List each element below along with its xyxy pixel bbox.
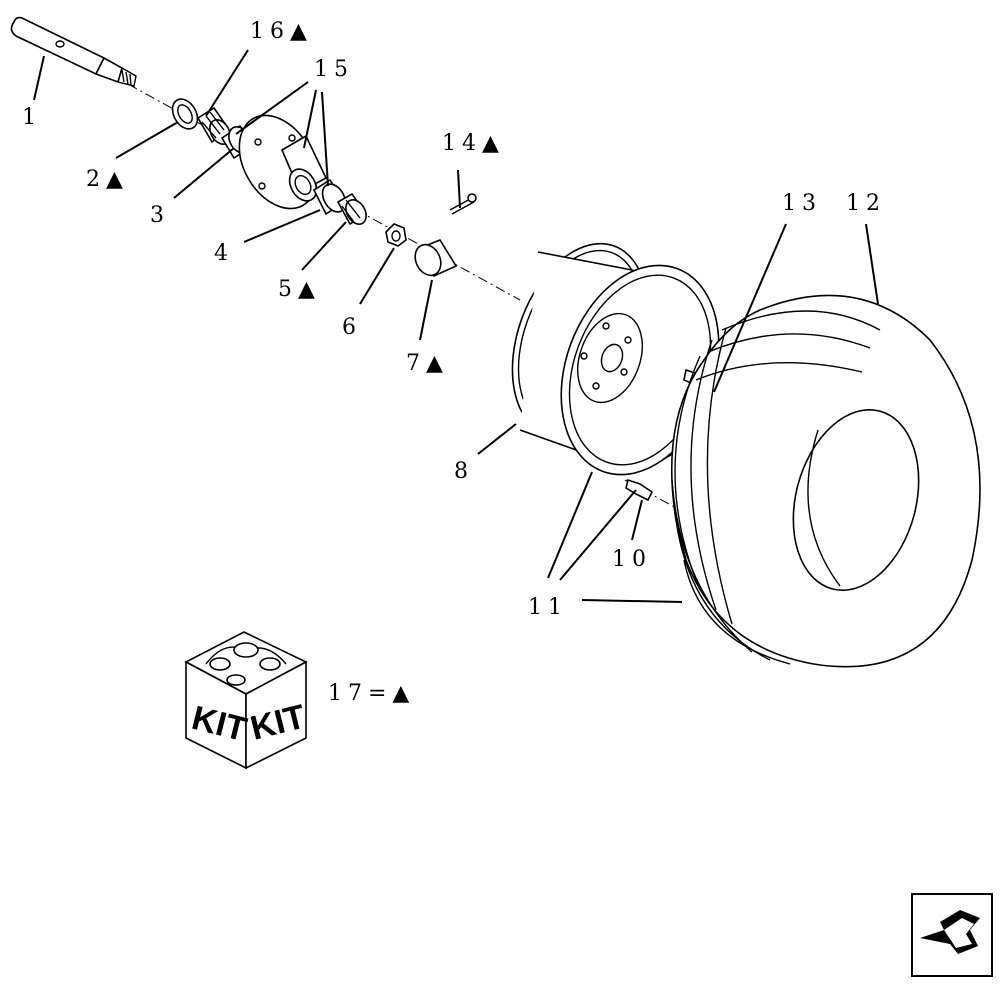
callout-5: 5▲ xyxy=(278,277,321,302)
part-hub xyxy=(238,114,328,210)
callout-4: 4 xyxy=(214,241,234,266)
leader-lines xyxy=(33,49,879,603)
callout-labels: 1 2▲ 3 4 5▲ 6 7▲ 8 10 11 12 13 14▲ 15 16… xyxy=(22,19,886,706)
callout-1: 1 xyxy=(22,105,42,130)
callout-8: 8 xyxy=(454,459,474,484)
part-tire xyxy=(670,294,981,668)
callout-10: 10 xyxy=(612,547,652,572)
part-spindle xyxy=(10,16,137,87)
part-dust-cap xyxy=(414,239,458,278)
part-wheel-rim xyxy=(511,242,720,476)
callout-3: 3 xyxy=(150,203,170,228)
callout-7: 7▲ xyxy=(406,351,449,376)
callout-16: 16▲ xyxy=(250,19,313,44)
callout-11: 11 xyxy=(528,595,568,620)
callout-14: 14▲ xyxy=(442,131,505,156)
part-bearing-cone-outer xyxy=(336,192,368,226)
callout-2: 2▲ xyxy=(86,167,129,192)
part-seal xyxy=(171,98,199,130)
kit-box: KIT KIT xyxy=(184,631,309,770)
callout-15: 15 xyxy=(314,57,354,82)
arrow-back-icon[interactable] xyxy=(911,893,993,977)
callout-12: 12 xyxy=(846,191,886,216)
callout-6: 6 xyxy=(342,315,362,340)
callout-17: 17=▲ xyxy=(328,681,415,706)
part-valve-stem xyxy=(625,478,654,502)
part-cotter-pin xyxy=(449,193,477,215)
part-nut xyxy=(385,223,407,247)
callout-13: 13 xyxy=(782,191,822,216)
